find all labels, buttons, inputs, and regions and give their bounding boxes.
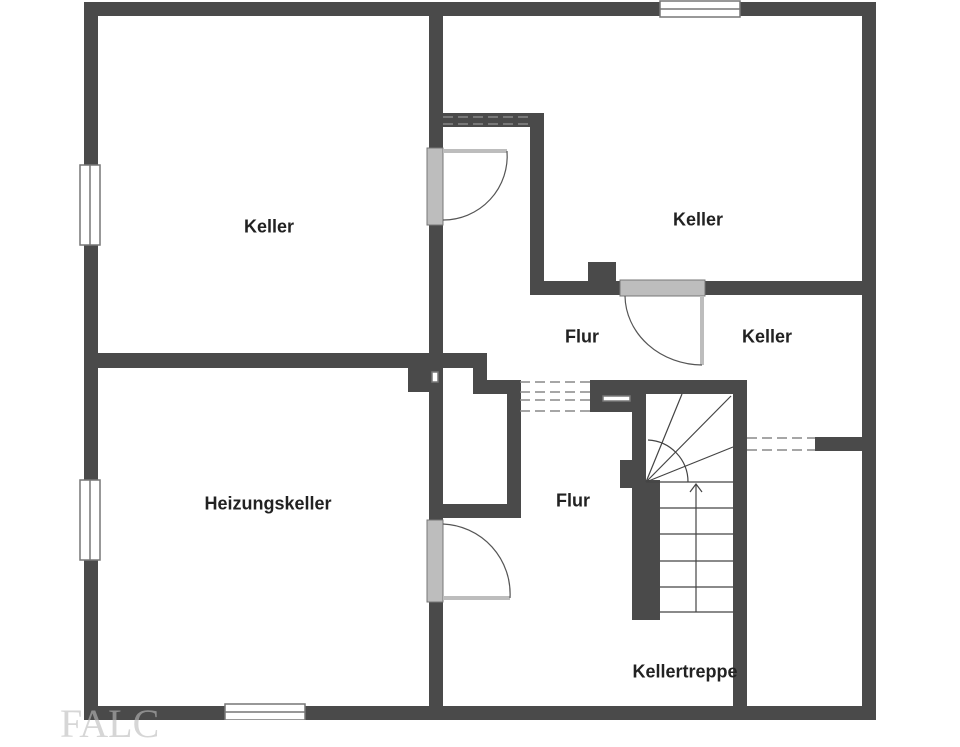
wall-right xyxy=(862,2,876,720)
wall-upper-v xyxy=(530,113,544,295)
wall-closet-v xyxy=(507,380,521,518)
windows xyxy=(79,0,741,720)
room-label-keller-3: Keller xyxy=(741,326,793,347)
wall-stair-left-thick xyxy=(646,480,660,620)
door-heizungskeller xyxy=(426,519,444,603)
door-keller-left xyxy=(426,147,444,226)
wall-middle-horizontal xyxy=(84,353,487,368)
wall-bottom xyxy=(84,706,876,720)
room-label-heizungskeller: Heizungskeller xyxy=(204,493,332,514)
wall-stair-nib xyxy=(620,460,634,488)
floor-plan xyxy=(79,0,876,720)
wall-stair-top xyxy=(590,380,747,394)
wall-stair-right xyxy=(733,380,747,706)
room-label-keller-2: Keller xyxy=(672,209,724,230)
wall-upper-h xyxy=(443,113,544,127)
watermark-logo: FALC xyxy=(60,701,160,746)
room-label-flur-2: Flur xyxy=(556,490,590,511)
wall-stair-left xyxy=(632,380,646,620)
room-label-kellertreppe: Kellertreppe xyxy=(632,661,738,682)
door-keller-right xyxy=(619,279,706,297)
doors xyxy=(426,147,706,603)
staircase xyxy=(645,393,734,613)
wall-closet-h xyxy=(443,504,521,518)
wall-right-stub xyxy=(815,437,862,451)
wall-pillar-2 xyxy=(588,262,616,295)
room-label-keller-1: Keller xyxy=(243,216,295,237)
openings xyxy=(443,116,815,451)
slot xyxy=(602,395,631,402)
wall-top xyxy=(84,2,876,16)
wall-pillar xyxy=(408,368,429,392)
room-label-flur-1: Flur xyxy=(565,326,599,347)
walls xyxy=(84,2,876,720)
